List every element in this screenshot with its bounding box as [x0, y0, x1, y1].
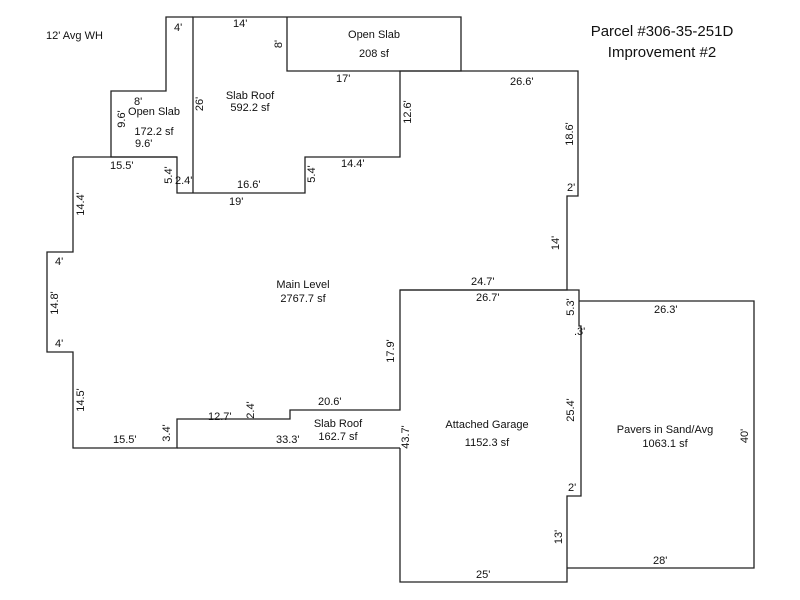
- dim-label: 5.3': [565, 298, 577, 316]
- dim-label: 4': [55, 256, 64, 268]
- dim-label: 2': [568, 482, 577, 494]
- dim-label: 14.4': [341, 158, 365, 170]
- open-slab-top-outline: [286, 16, 462, 72]
- dim-label: 5.4': [306, 165, 318, 183]
- dim-label: 12.6': [402, 100, 414, 124]
- dim-label: 26.6': [510, 76, 534, 88]
- dim-label: 14.5': [75, 388, 87, 412]
- open-slab-left-label: Open Slab: [128, 106, 180, 118]
- garage-outline: [399, 289, 582, 583]
- pavers-outline: [567, 300, 755, 569]
- dim-label: 14': [233, 18, 248, 30]
- dim-label: 25': [476, 569, 491, 581]
- dim-label: .3': [574, 326, 586, 338]
- open-slab-top-area: 208 sf: [359, 48, 389, 60]
- dim-label: 14': [550, 235, 562, 251]
- dim-label: 26.3': [654, 304, 678, 316]
- dim-label: 33.3': [276, 434, 300, 446]
- dim-label: 40': [739, 428, 751, 444]
- dim-label: 28': [653, 555, 668, 567]
- garage-area: 1152.3 sf: [464, 437, 510, 449]
- dim-label: 13': [553, 529, 565, 545]
- dim-label: 15.5': [110, 160, 134, 172]
- improvement-title: Improvement #2: [607, 44, 717, 61]
- pavers-label: Pavers in Sand/Avg: [616, 424, 714, 436]
- dim-label: 5.4': [163, 166, 175, 184]
- dim-label: 9.6': [116, 110, 128, 128]
- dim-label: 2': [567, 182, 576, 194]
- dim-label: 2.4': [245, 401, 257, 419]
- pavers-area: 1063.1 sf: [642, 438, 688, 450]
- dim-label: 8': [134, 96, 143, 108]
- dim-label: 4': [174, 22, 183, 34]
- dim-label: 24.7': [471, 276, 495, 288]
- dim-label: 17': [336, 73, 351, 85]
- open-slab-left-outline: [110, 16, 193, 158]
- dim-label: 26': [194, 96, 206, 112]
- dim-label: 3.4': [161, 424, 173, 442]
- open-slab-left-area: 172.2 sf: [134, 126, 174, 138]
- dim-label: 19': [229, 196, 244, 208]
- main-level-area: 2767.7 sf: [280, 293, 326, 305]
- slab-roof-bottom-area: 162.7 sf: [318, 431, 358, 443]
- dim-label: 15.5': [113, 434, 137, 446]
- dim-label: 20.6': [318, 396, 342, 408]
- slab-roof-bottom-label: Slab Roof: [313, 418, 363, 430]
- dim-label: 4': [55, 338, 64, 350]
- open-slab-top-label: Open Slab: [348, 29, 400, 41]
- dim-label: 18.6': [564, 122, 576, 146]
- dim-label: 8': [273, 39, 285, 49]
- dim-label: 26.7': [476, 292, 500, 304]
- slab-roof-top-area: 592.2 sf: [230, 102, 270, 114]
- parcel-title: Parcel #306-35-251D: [590, 23, 734, 40]
- dim-label: 9.6': [135, 138, 153, 150]
- dim-label: 16.6': [237, 179, 261, 191]
- dim-label: 14.8': [49, 291, 61, 315]
- wall-height-note: 12' Avg WH: [46, 30, 103, 42]
- dim-label: 25.4': [565, 398, 577, 422]
- dim-label: 14.4': [75, 192, 87, 216]
- dim-label: 43.7': [400, 425, 412, 449]
- garage-label: Attached Garage: [445, 419, 529, 431]
- slab-roof-top-label: Slab Roof: [225, 90, 275, 102]
- dim-label: 17.9': [385, 339, 397, 363]
- dim-label: 12.7': [208, 411, 232, 423]
- dim-label: 2.4': [175, 175, 193, 187]
- main-level-label: Main Level: [276, 279, 330, 291]
